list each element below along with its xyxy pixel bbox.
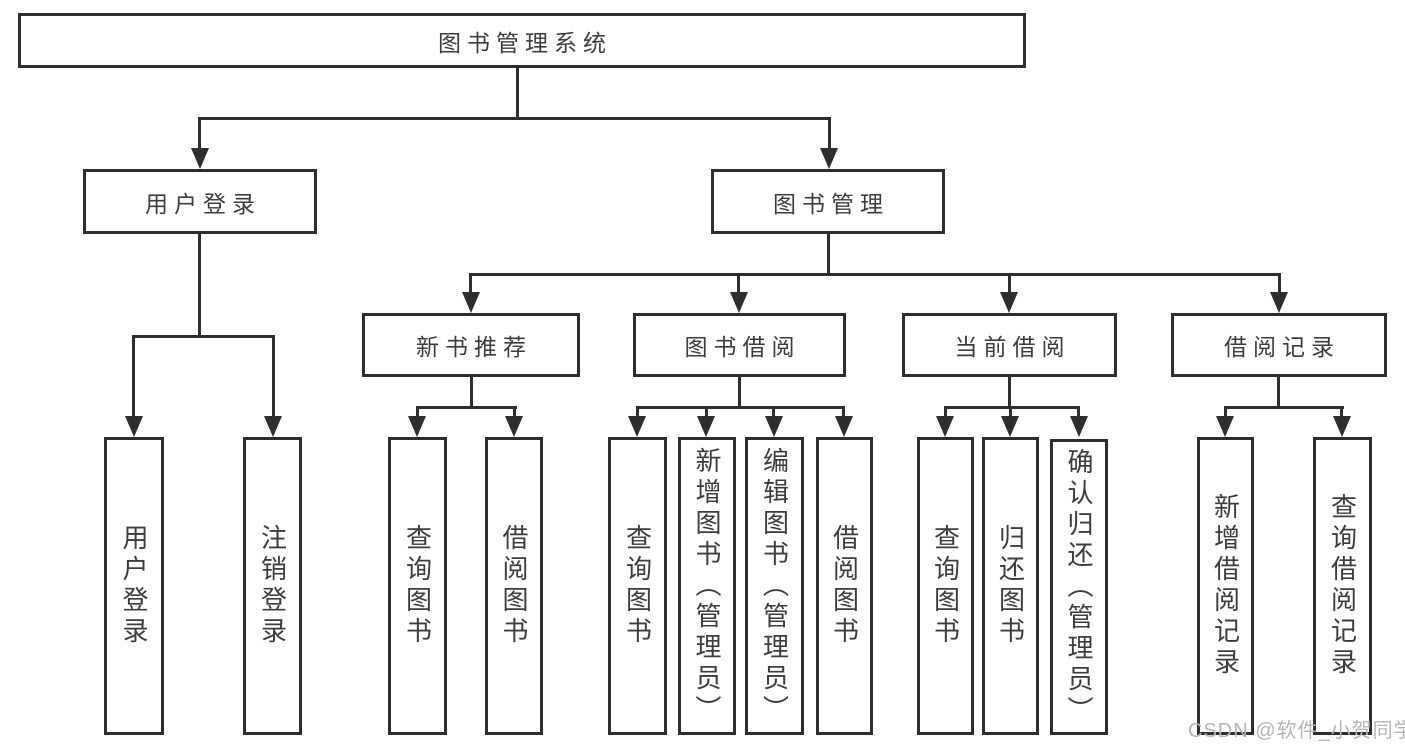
- arrow-down-icon: [191, 148, 209, 169]
- connector-line: [1278, 273, 1281, 293]
- arrow-down-icon: [835, 416, 853, 437]
- connector-line: [636, 406, 639, 417]
- leaf-user-login: 用户登录: [104, 437, 164, 735]
- arrow-down-icon: [264, 416, 282, 437]
- connector-line: [1077, 406, 1080, 417]
- connector-line: [1008, 377, 1011, 406]
- leaf-add-borrow-record: 新增借阅记录: [1197, 437, 1254, 735]
- leaf-query-books-borrowing: 查询图书: [608, 437, 667, 735]
- leaf-query-borrow-record: 查询借阅记录: [1313, 437, 1372, 735]
- leaf-return-books: 归还图书: [982, 437, 1039, 735]
- node-book-management: 图书管理: [711, 169, 945, 234]
- connector-line: [842, 406, 845, 417]
- arrow-down-icon: [730, 292, 748, 313]
- connector-line: [944, 406, 947, 417]
- connector-line: [132, 335, 275, 338]
- connector-line: [198, 233, 201, 335]
- connector-line: [1340, 406, 1343, 417]
- arrow-down-icon: [1070, 416, 1088, 437]
- connector-line: [944, 406, 1080, 409]
- arrow-down-icon: [820, 148, 838, 169]
- connector-line: [1008, 273, 1011, 293]
- leaf-borrow-books-recommend: 借阅图书: [485, 437, 543, 735]
- connector-line: [513, 406, 516, 417]
- leaf-edit-books-admin: 编辑图书（管理员）: [745, 437, 804, 735]
- connector-line: [198, 117, 831, 120]
- connector-line: [827, 233, 830, 273]
- arrow-down-icon: [462, 292, 480, 313]
- connector-line: [828, 117, 831, 150]
- arrow-down-icon: [697, 416, 715, 437]
- arrow-down-icon: [125, 416, 143, 437]
- connector-line: [416, 406, 517, 409]
- arrow-down-icon: [505, 416, 523, 437]
- arrow-down-icon: [1270, 292, 1288, 313]
- leaf-logout: 注销登录: [243, 437, 302, 735]
- leaf-borrow-books-borrowing: 借阅图书: [816, 437, 873, 735]
- connector-line: [1224, 406, 1227, 417]
- node-new-book-recommendation: 新书推荐: [362, 313, 580, 377]
- leaf-add-books-admin: 新增图书（管理员）: [678, 437, 736, 735]
- connector-line: [469, 273, 472, 293]
- arrow-down-icon: [628, 416, 646, 437]
- connector-line: [470, 377, 473, 406]
- arrow-down-icon: [936, 416, 954, 437]
- connector-line: [272, 335, 275, 417]
- node-user-login: 用户登录: [83, 169, 317, 234]
- connector-line: [1277, 377, 1280, 406]
- connector-line: [772, 406, 775, 417]
- leaf-confirm-return-admin: 确认归还（管理员）: [1050, 439, 1108, 735]
- arrow-down-icon: [765, 416, 783, 437]
- arrow-down-icon: [1216, 416, 1234, 437]
- leaf-query-books-current: 查询图书: [917, 437, 974, 735]
- arrow-down-icon: [408, 416, 426, 437]
- node-current-borrowing: 当前借阅: [902, 313, 1117, 377]
- connector-line: [738, 377, 741, 406]
- connector-line: [516, 68, 519, 117]
- connector-line: [1009, 406, 1012, 417]
- connector-line: [705, 406, 708, 417]
- connector-line: [416, 406, 419, 417]
- connector-line: [636, 406, 845, 409]
- arrow-down-icon: [1001, 416, 1019, 437]
- connector-line: [132, 335, 135, 417]
- leaf-query-books-recommend: 查询图书: [388, 437, 447, 735]
- node-book-borrowing: 图书借阅: [633, 313, 846, 377]
- node-borrowing-records: 借阅记录: [1171, 313, 1387, 377]
- arrow-down-icon: [1333, 416, 1351, 437]
- arrow-down-icon: [1000, 292, 1018, 313]
- connector-line: [469, 273, 1281, 276]
- watermark: CSDN @软件_小贺同学: [1188, 720, 1405, 742]
- node-book-management-system: 图书管理系统: [18, 13, 1026, 68]
- connector-line: [737, 273, 740, 293]
- connector-line: [198, 117, 201, 150]
- connector-line: [1224, 406, 1344, 409]
